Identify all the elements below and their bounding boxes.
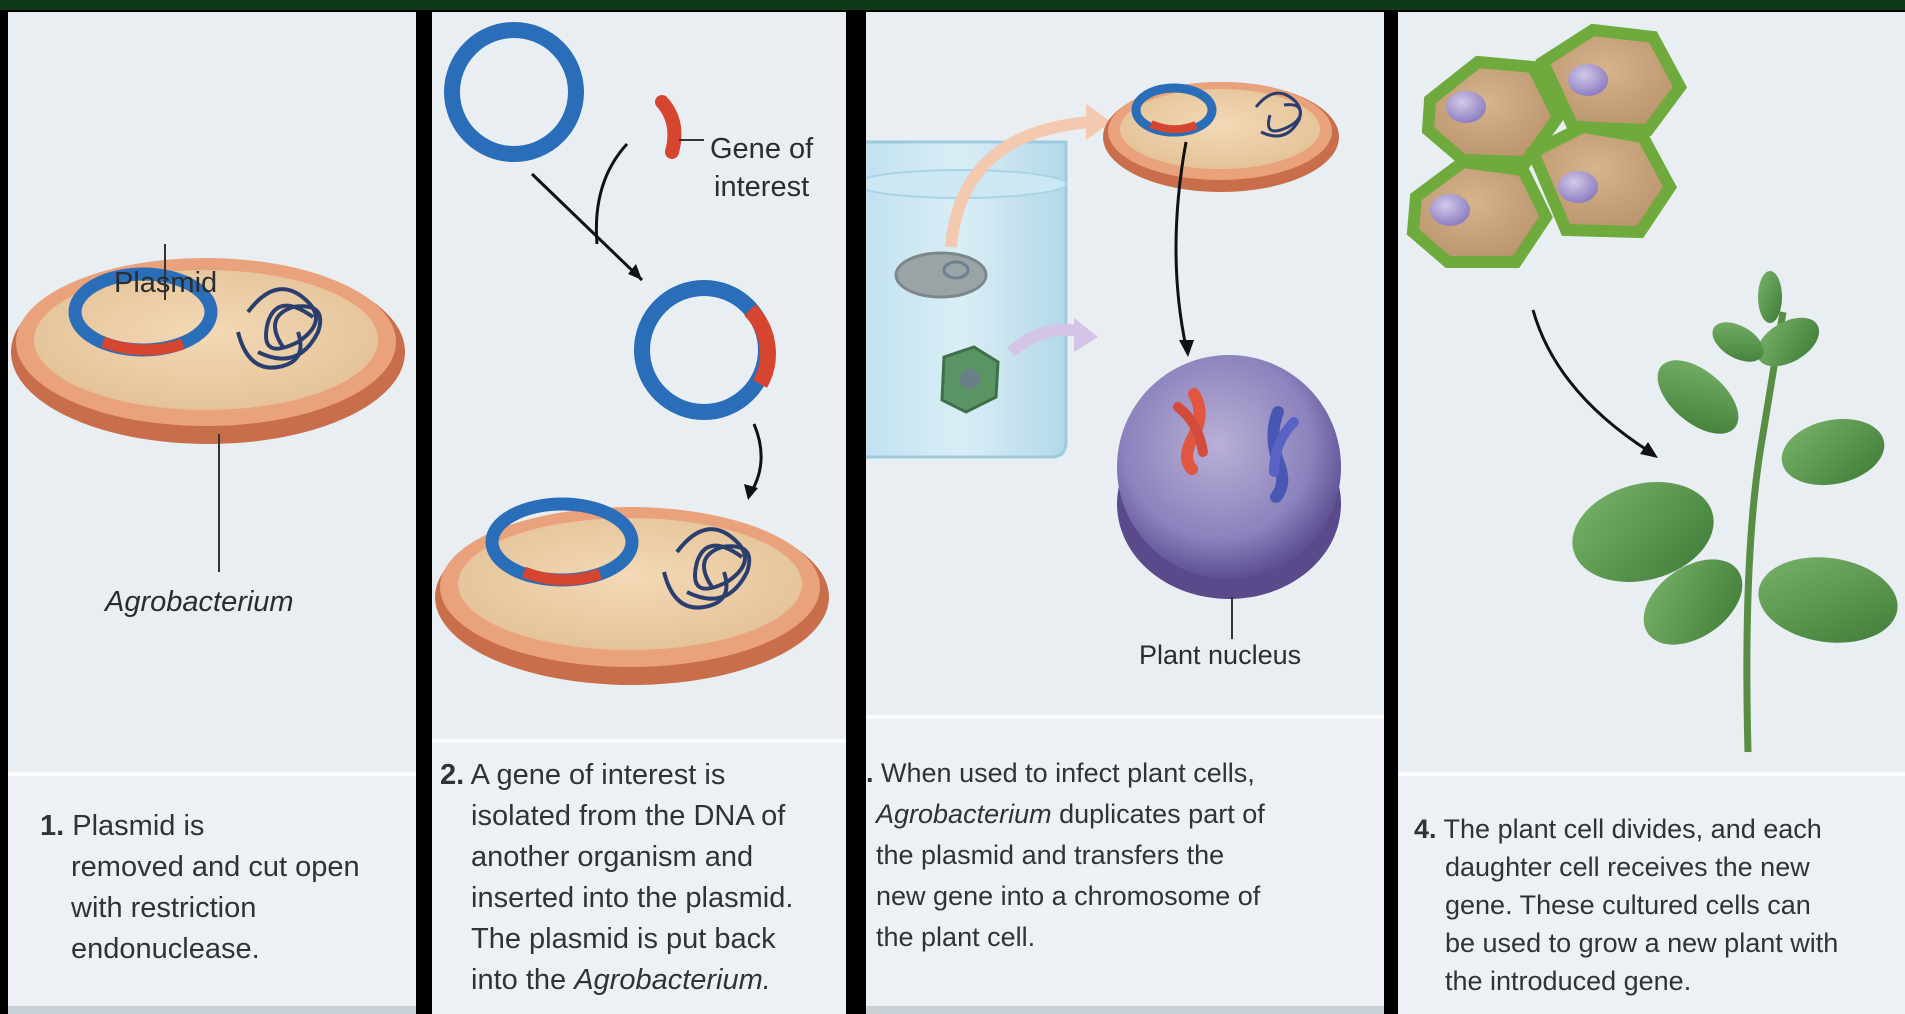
step-1-text: 1. Plasmid is removed and cut open with … (40, 806, 360, 970)
step-3-number: . (866, 758, 874, 788)
gene-transfer-arrowhead (1179, 340, 1194, 357)
step-2-line-3: another organism and (471, 841, 753, 873)
plant-cell-nucleus-small (960, 369, 980, 389)
step-2-line-6-prefix: into the (471, 964, 574, 996)
step-1-caption: 1. Plasmid is removed and cut open with … (8, 772, 416, 1014)
step-2-line-1: A gene of interest is (471, 759, 726, 791)
step-1-number: 1. (40, 810, 64, 842)
step-2-line-2: isolated from the DNA of (471, 800, 785, 832)
panel-step-4: 4. The plant cell divides, and each daug… (1398, 12, 1905, 1014)
step-4-line-2: daughter cell receives the new (1445, 852, 1810, 882)
step-4-line-5: the introduced gene. (1445, 966, 1691, 996)
step-2-number: 2. (440, 759, 464, 791)
regenerated-plant (1561, 271, 1903, 752)
step-2-line-6-italic: Agrobacterium. (574, 964, 771, 996)
agrobacterium-label: Agrobacterium (105, 584, 294, 620)
cut-plasmid-ring (452, 30, 576, 154)
panel-step-3: Plant nucleus . When used to infect plan… (866, 12, 1384, 1014)
step-3-text: . When used to infect plant cells, Agrob… (866, 753, 1265, 958)
gene-fragment (662, 102, 674, 152)
step-1-line-3: with restriction (71, 892, 256, 924)
step-2-text: 2. A gene of interest is isolated from t… (440, 755, 793, 1001)
step-3-caption: . When used to infect plant cells, Agrob… (866, 715, 1384, 1014)
panel-step-1: Plasmid Agrobacterium 1. Plasmid is remo… (8, 12, 416, 1014)
plasmid-label: Plasmid (114, 265, 217, 301)
bacterium-in-medium (896, 253, 986, 297)
plant-cell-transfer-arrowhead (1074, 318, 1098, 352)
plant-nucleus (1117, 355, 1341, 579)
gene-label-line-1: Gene of (710, 133, 813, 165)
step-3-line-2-rest: duplicates part of (1052, 799, 1265, 829)
step-2-line-5: The plasmid is put back (471, 923, 776, 955)
step-3-line-2-italic: Agrobacterium (876, 799, 1052, 829)
plant-cell-4 (1533, 127, 1670, 232)
growth-arrow-line (1533, 310, 1650, 452)
step-2-line-4: inserted into the plasmid. (471, 882, 793, 914)
step-4-caption: 4. The plant cell divides, and each daug… (1398, 772, 1905, 1014)
leaf-apex (1758, 271, 1782, 323)
step-4-line-4: be used to grow a new plant with (1445, 928, 1838, 958)
gene-of-interest-label: Gene of interest (710, 130, 813, 206)
step-3-line-5: the plant cell. (876, 922, 1035, 952)
step-4-line-1: The plant cell divides, and each (1444, 814, 1822, 844)
step-4-line-3: gene. These cultured cells can (1445, 890, 1811, 920)
step-3-line-4: new gene into a chromosome of (876, 881, 1260, 911)
panel-step-2: Gene of interest 2. A gene of interest i… (432, 12, 846, 1014)
plant-stem (1747, 312, 1783, 752)
leaf-right-lower (1753, 549, 1903, 652)
step-1-line-2: removed and cut open (71, 851, 360, 883)
plant-cell-2 (1543, 30, 1680, 130)
insertion-arrowhead (628, 264, 642, 280)
top-border (0, 0, 1905, 10)
return-arrowhead (744, 484, 758, 500)
plant-cell-1-nucleus (1446, 91, 1486, 123)
step-4-number: 4. (1414, 814, 1437, 844)
plant-nucleus-label: Plant nucleus (1139, 637, 1301, 673)
step-3-line-3: the plasmid and transfers the (876, 840, 1224, 870)
plasmid-arrow-line (532, 174, 642, 280)
plant-cell-4-nucleus (1558, 171, 1598, 203)
recombinant-plasmid-ring (642, 288, 766, 412)
step-4-text: 4. The plant cell divides, and each daug… (1414, 810, 1838, 1000)
leaf-left-upper (1645, 346, 1752, 448)
gene-label-line-2: interest (714, 171, 809, 203)
step-1-line-1: Plasmid is (72, 810, 204, 842)
growth-arrowhead (1640, 442, 1658, 458)
caption-bottom-strip (8, 1006, 416, 1014)
caption-bottom-strip (866, 1006, 1384, 1014)
gene-arrow-line (596, 144, 627, 244)
plant-cell-3-nucleus (1430, 194, 1470, 226)
step-3-line-1: When used to infect plant cells, (881, 758, 1255, 788)
return-arrow-line (750, 424, 761, 494)
step-1-line-4: endonuclease. (71, 933, 260, 965)
step-2-caption: 2. A gene of interest is isolated from t… (432, 739, 846, 1014)
plant-cell-2-nucleus (1568, 64, 1608, 96)
leaf-right-middle (1775, 410, 1890, 494)
dividing-plant-cells (1413, 30, 1680, 262)
